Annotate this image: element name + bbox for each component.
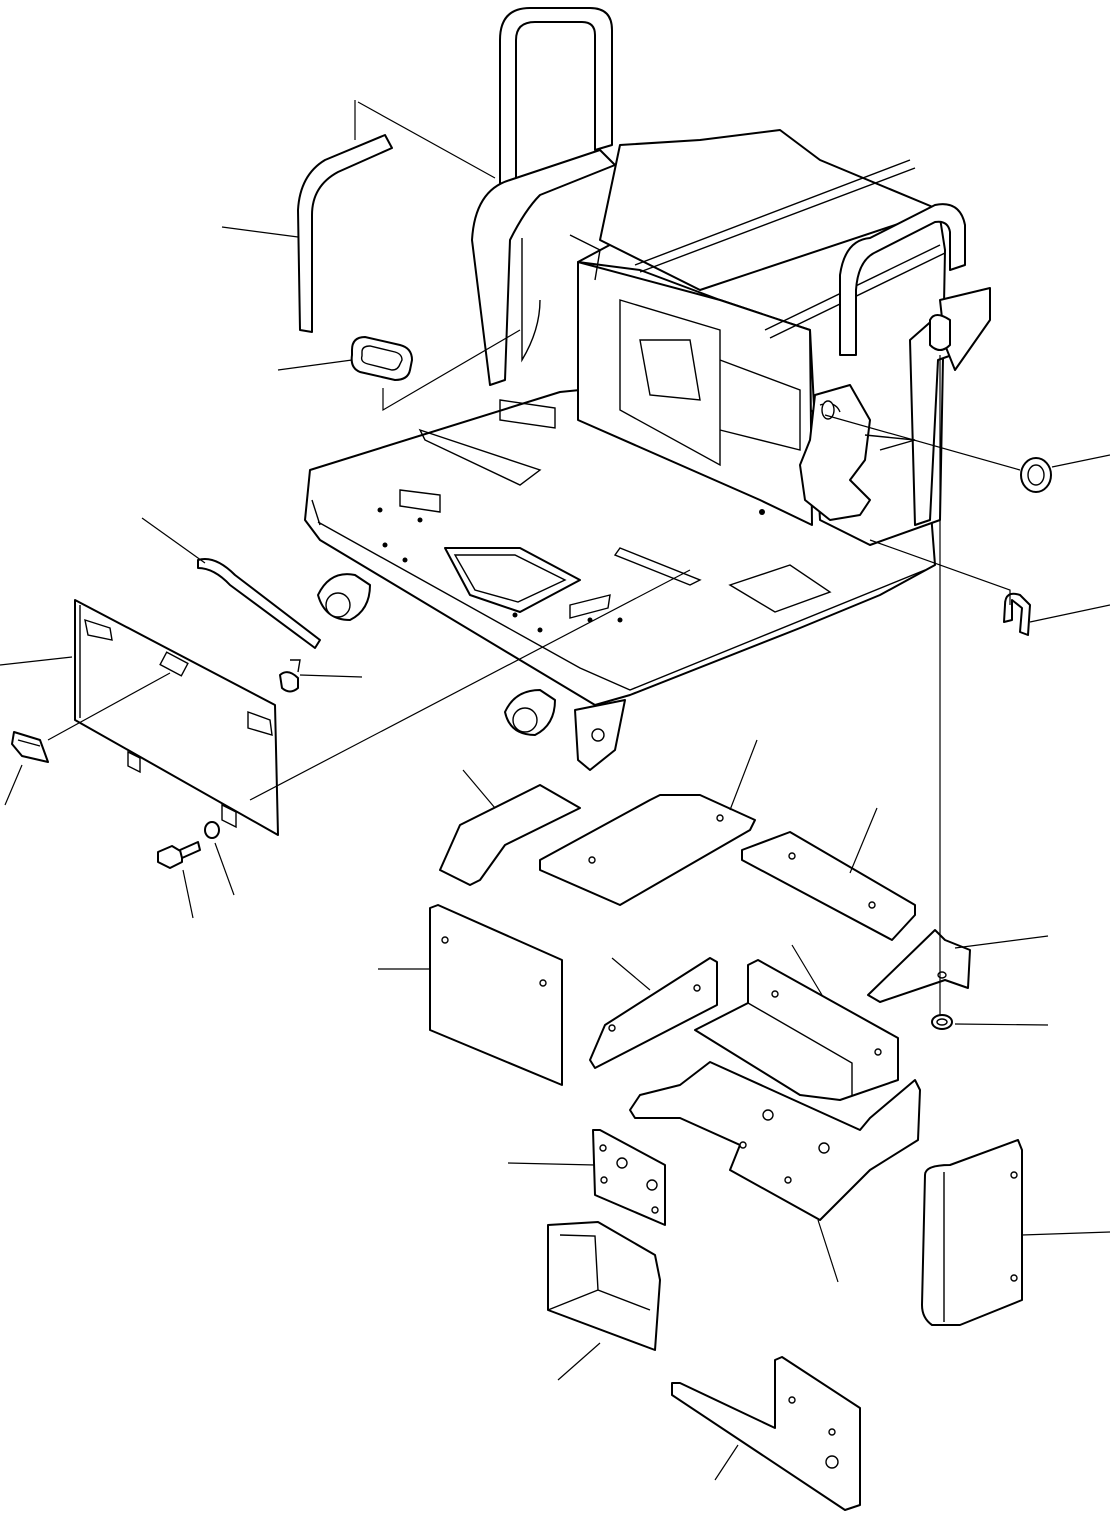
- bracket-plate: [867, 929, 971, 1030]
- latch: [11, 731, 49, 763]
- plate-channel: [694, 959, 899, 1101]
- plate-long: [741, 831, 916, 941]
- plate-base: [629, 1061, 921, 1221]
- plate-square: [429, 904, 563, 1086]
- grommet: [350, 336, 413, 381]
- plate-tapered: [589, 957, 718, 1069]
- hose-guard-mounted: [799, 384, 916, 521]
- plate-l: [671, 1356, 861, 1511]
- handrail-left: [471, 7, 616, 386]
- tray: [547, 1221, 661, 1351]
- side-cover: [74, 599, 279, 836]
- bolt: [157, 841, 201, 869]
- cable-clip: [1003, 592, 1031, 636]
- ring-grommet: [1020, 457, 1052, 493]
- plate-bent: [439, 784, 581, 886]
- cover-plates: [429, 784, 1023, 1511]
- plate-small: [592, 1129, 666, 1226]
- plate-corner: [921, 1139, 1023, 1326]
- plate-step: [539, 794, 756, 906]
- lock: [279, 659, 301, 693]
- hose-guard: [297, 134, 393, 333]
- leader-lines: [0, 100, 1110, 1481]
- handrail-right: [839, 203, 991, 526]
- seal-strip: [197, 558, 321, 649]
- washer: [204, 821, 220, 839]
